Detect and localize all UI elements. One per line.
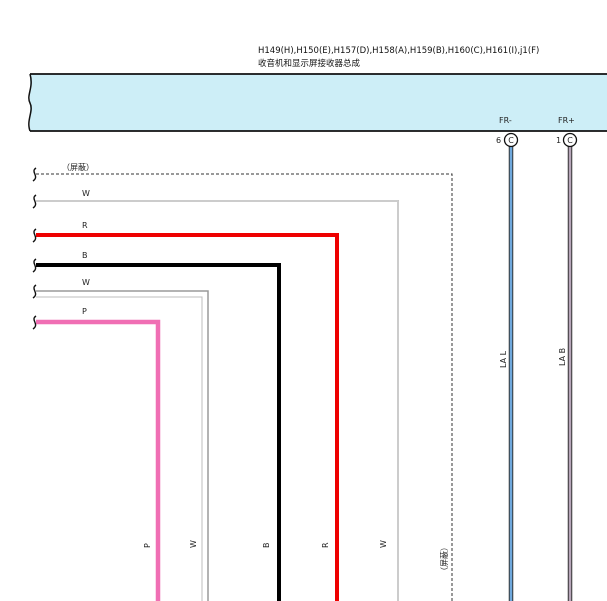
wire-w-2-label: W	[82, 278, 90, 287]
wire-w-1-core	[36, 200, 399, 601]
component-body	[30, 74, 607, 131]
wire-w-1-label: W	[82, 189, 90, 198]
wire-w-2-bottom-label: W	[189, 540, 198, 548]
terminal-fr-plus-pin: 1	[556, 136, 561, 145]
wire-fr-minus-code: LA L	[499, 350, 508, 368]
wire-r-label: R	[82, 221, 88, 230]
terminal-fr-plus-label: FR+	[558, 116, 575, 125]
break-mark-w1	[32, 194, 37, 209]
shield-line	[36, 173, 453, 601]
wire-p-bottom-label: P	[143, 543, 152, 548]
terminal-fr-minus-label: FR-	[499, 116, 512, 125]
connector-c-pin-6	[503, 132, 519, 148]
wire-b-label: B	[82, 251, 88, 260]
component-codes: H149(H),H150(E),H157(D),H158(A),H159(B),…	[258, 46, 539, 56]
wire-w-2	[36, 290, 209, 601]
left-break-marks	[32, 167, 37, 330]
wire-w-2-inner	[36, 296, 203, 601]
break-mark-r	[32, 228, 37, 243]
wire-p	[36, 319, 161, 601]
shield-bottom-label: （屏蔽）	[439, 543, 449, 575]
component-name: 收音机和显示屏接收器总成	[258, 58, 361, 69]
break-mark-shield	[32, 167, 37, 182]
break-mark-w2	[32, 284, 37, 299]
break-mark-b	[32, 258, 37, 273]
wire-r	[36, 233, 339, 601]
component-break-mark	[28, 73, 32, 132]
wire-b	[36, 263, 281, 601]
wire-w-1-bottom-label: W	[379, 540, 388, 548]
connector-letter-c: C	[567, 136, 573, 145]
terminal-fr-minus-pin: 6	[496, 136, 501, 145]
break-mark-p	[32, 315, 37, 330]
wire-w-1	[36, 200, 399, 601]
shield-label: （屏蔽）	[62, 162, 94, 172]
wire-r-bottom-label: R	[321, 542, 330, 548]
wire-p-label: P	[82, 307, 87, 316]
connector-letter-c: C	[508, 136, 514, 145]
wire-b-bottom-label: B	[262, 543, 271, 549]
connector-c-pin-1	[562, 132, 578, 148]
wire-fr-plus-code: LA B	[558, 348, 567, 366]
